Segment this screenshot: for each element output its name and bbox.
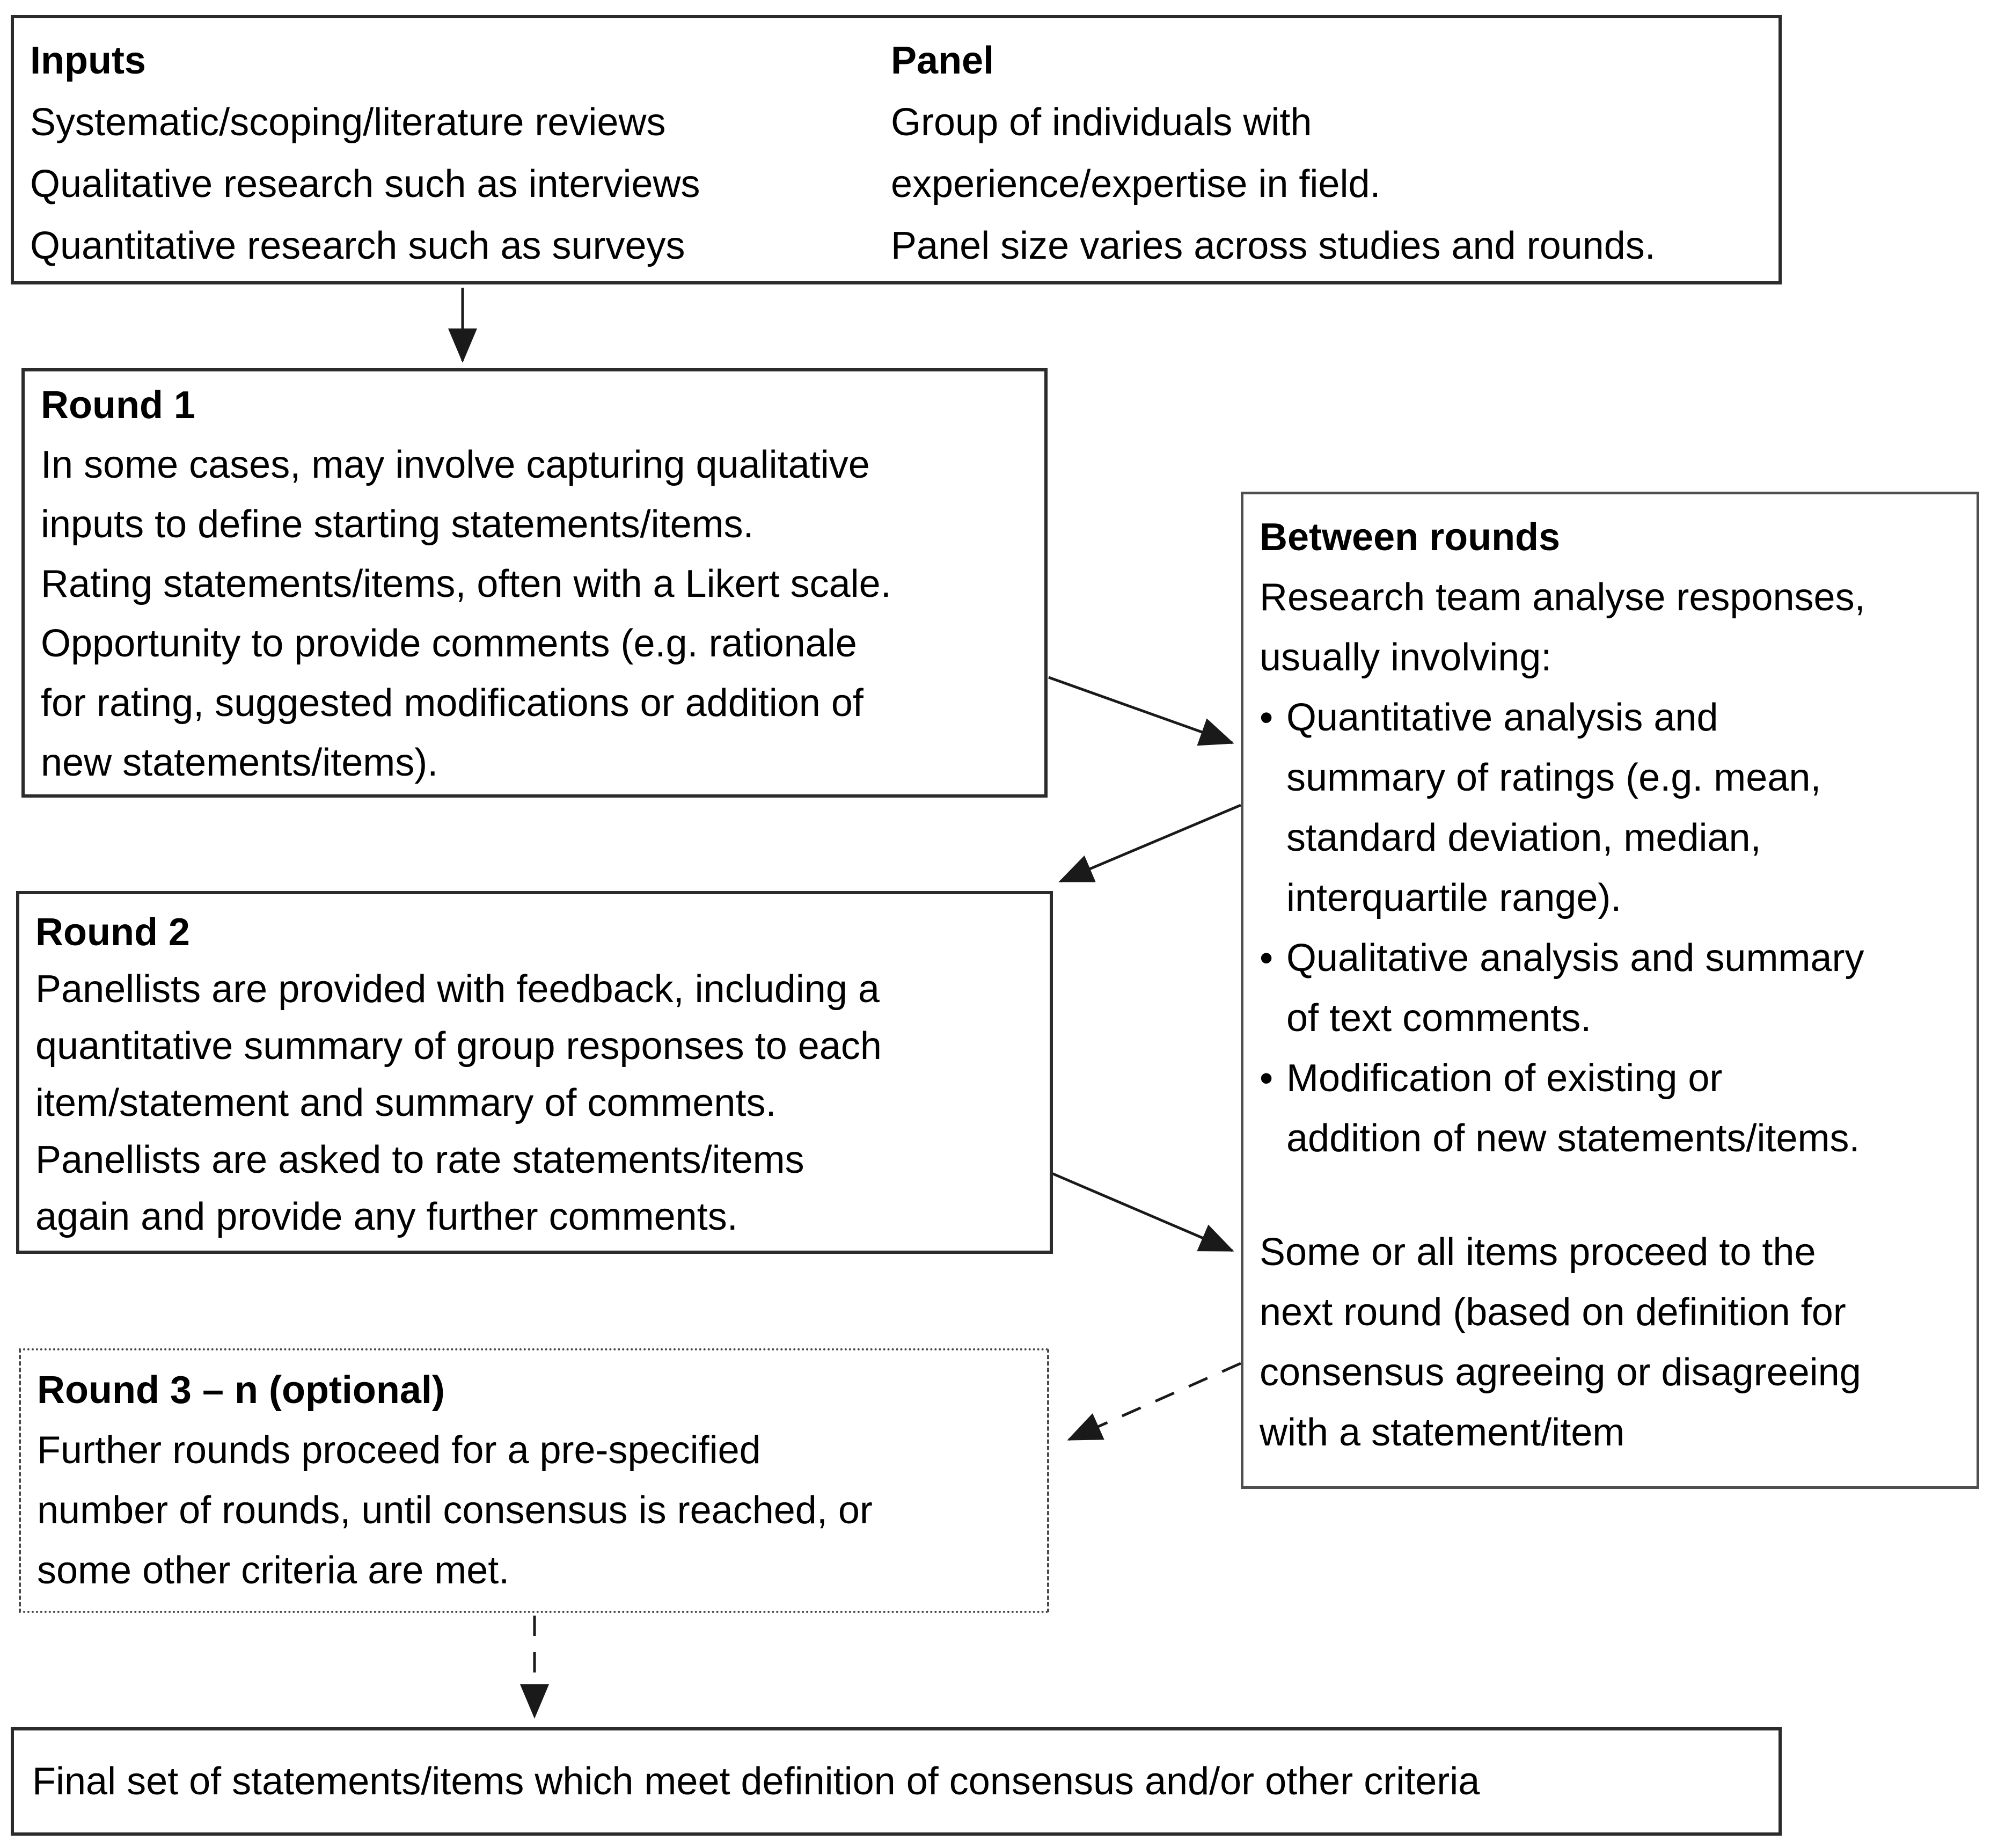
round2-lines: Panellists are provided with feedback, i…	[35, 968, 882, 1238]
between-rounds-intro: Research team analyse responses,usually …	[1260, 576, 1865, 679]
round2-title: Round 2	[35, 911, 190, 954]
final-outcome-box: Final set of statements/items which meet…	[11, 1727, 1782, 1836]
round1-lines: In some cases, may involve capturing qua…	[41, 443, 891, 784]
bullet-dot-icon: •	[1260, 1057, 1274, 1100]
bullet-dot-icon: •	[1260, 937, 1274, 980]
between-rounds-title: Between rounds	[1260, 516, 1561, 559]
round1-box: Round 1 In some cases, may involve captu…	[21, 368, 1048, 798]
inputs-title: Inputs	[30, 39, 146, 82]
arrow-round1-to-between-rounds-icon	[1048, 676, 1234, 746]
panel-title: Panel	[891, 39, 994, 82]
arrow-round2-to-between-rounds-icon	[1051, 1172, 1234, 1252]
arrow-between-rounds-to-round2-icon	[1058, 804, 1241, 883]
arrow-between-rounds-to-round3-icon	[1067, 1362, 1242, 1441]
round3-box: Round 3 – n (optional) Further rounds pr…	[19, 1348, 1049, 1613]
round3-lines: Further rounds proceed for a pre-specifi…	[37, 1429, 873, 1592]
inputs-section: Inputs Systematic/scoping/literature rev…	[30, 30, 700, 277]
inputs-panel-box: Inputs Systematic/scoping/literature rev…	[11, 15, 1782, 284]
round1-title: Round 1	[41, 384, 195, 427]
bullet-dot-icon: •	[1260, 696, 1274, 739]
between-rounds-box: Between rounds Research team analyse res…	[1241, 492, 1979, 1489]
round3-title: Round 3 – n (optional)	[37, 1369, 445, 1412]
final-outcome-text: Final set of statements/items which meet…	[32, 1760, 1480, 1803]
round2-box: Round 2 Panellists are provided with fee…	[16, 891, 1053, 1254]
